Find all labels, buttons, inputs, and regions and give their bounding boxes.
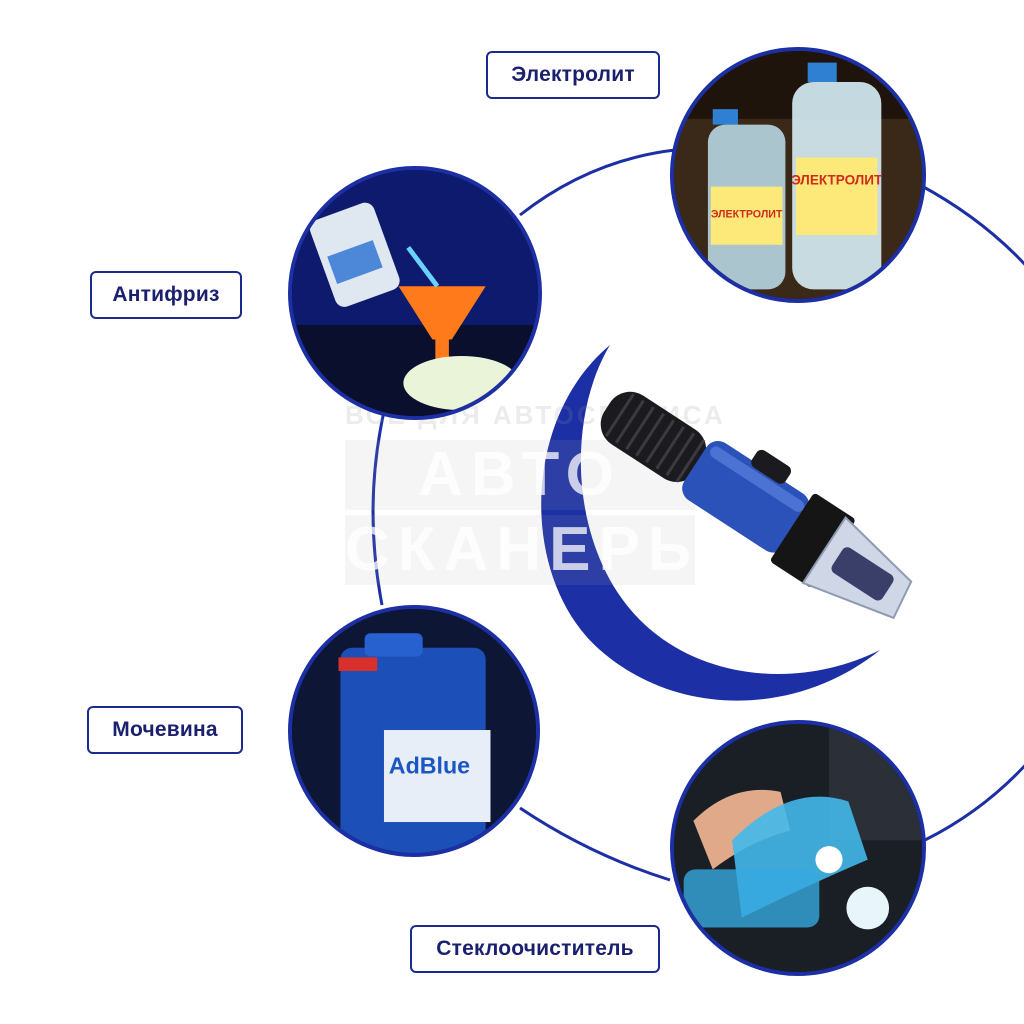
refractometer-image xyxy=(600,391,913,620)
electrolyte-small-bottle-text: ЭЛЕКТРОЛИТ xyxy=(711,209,783,221)
antifreeze-photo xyxy=(288,166,542,420)
label-washer: Стеклоочиститель xyxy=(410,925,660,973)
crescent-accent xyxy=(541,345,880,701)
arc-electrolyte-to-right xyxy=(919,183,1024,266)
arc-washer-to-right xyxy=(924,764,1024,842)
label-urea: Мочевина xyxy=(87,706,243,754)
urea-photo: AdBlue xyxy=(288,605,540,857)
adblue-text: AdBlue xyxy=(389,753,470,779)
label-electrolyte: Электролит xyxy=(486,51,660,99)
electrolyte-bottle-text: ЭЛЕКТРОЛИТ xyxy=(791,173,883,188)
electrolyte-photo: ЭЛЕКТРОЛИТ ЭЛЕКТРОЛИТ xyxy=(670,47,926,303)
label-antifreeze: Антифриз xyxy=(90,271,242,319)
arc-urea-to-washer xyxy=(519,806,671,882)
arc-antifreeze-to-electrolyte xyxy=(519,148,676,217)
washer-photo xyxy=(670,720,926,976)
